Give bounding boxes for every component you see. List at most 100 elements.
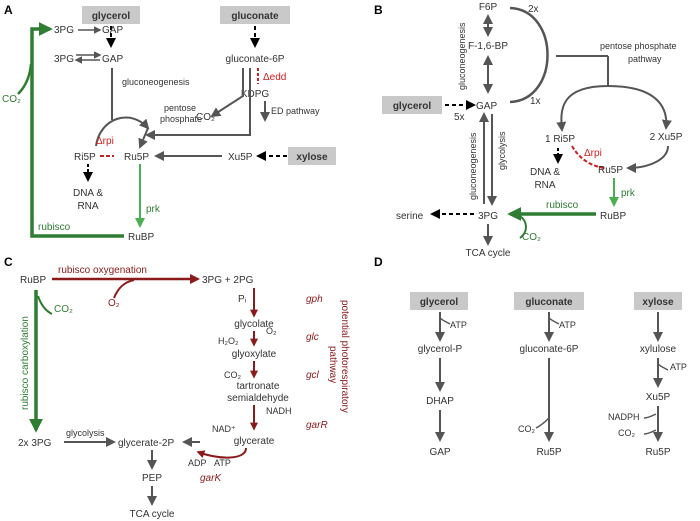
d-ru5p-b-node: Ru5P [645, 447, 670, 458]
b-xu5p-node: 2 Xu5P [650, 132, 683, 143]
c-o2-label: O₂ [108, 298, 120, 309]
a-co2-node: CO₂ [196, 112, 215, 123]
b-ppp-label-1: pentose phosphate [600, 41, 677, 51]
c-glc-enzyme: glc [306, 332, 319, 343]
a-gluconeogenesis-label: gluconeogenesis [122, 77, 190, 87]
c-products-node: 3PG + 2PG [202, 275, 254, 286]
c-pi-label: Pᵢ [238, 294, 247, 305]
panel-b-label: B [374, 3, 383, 17]
b-prk-label: prk [621, 188, 636, 199]
a-ri5p-node: Ri5P [74, 152, 96, 163]
a-gap-top-node: GAP [102, 25, 123, 36]
b-co2-fixation-curve [519, 215, 527, 239]
c-co2-fixation-curve [37, 295, 53, 315]
d-atp2-curve [548, 317, 560, 325]
b-gluconeogenesis-top-label: gluconeogenesis [457, 22, 467, 90]
b-tca-node: TCA cycle [465, 248, 510, 259]
c-gcl-enzyme: gcl [306, 370, 320, 381]
xylose-box [288, 147, 336, 165]
a-prk-label: prk [146, 204, 161, 215]
c-atp-label: ATP [214, 458, 231, 468]
d-atp1-curve [439, 317, 451, 325]
c-o2-input-curve [113, 279, 135, 299]
a-ppp-to-ru5p-arrow [138, 127, 149, 149]
d-dhap-node: DHAP [426, 396, 454, 407]
c-co2-label: CO₂ [224, 370, 242, 380]
c-tartronate-node-1: tartronate [237, 381, 280, 392]
a-ppp-label-2: phosphate [160, 114, 202, 124]
b-rubp-node: RuBP [600, 211, 626, 222]
b-serine-node: serine [396, 211, 424, 222]
c-photoresp-label-2: pathway [327, 346, 338, 383]
a-gluconate6p-node: gluconate-6P [226, 54, 285, 65]
b-5x-label: 5x [454, 112, 465, 123]
d-ru5p-a-node: Ru5P [536, 447, 561, 458]
panel-b: B F6P 2x F-1,6-BP gluconeogenesis pentos… [374, 2, 683, 259]
b-2x-label: 2x [528, 4, 539, 15]
b-rubisco-label: rubisco [546, 200, 579, 211]
c-gph-enzyme: gph [306, 294, 323, 305]
gluconate6p-to-ru5p-arrow [145, 68, 251, 140]
b-ppp-bracket [509, 6, 549, 104]
c-pep-node: PEP [142, 473, 162, 484]
c-garR-enzyme: garR [306, 420, 328, 431]
xylose-label: xylose [296, 152, 328, 163]
d-nadph-label: NADPH [608, 412, 640, 422]
c-tca-node: TCA cycle [129, 509, 174, 520]
b-glycerol-label: glycerol [393, 101, 432, 112]
a-3pg-top-node: 3PG [54, 25, 74, 36]
b-glycerol-box [382, 96, 442, 114]
b-rpi-knockout [571, 145, 605, 169]
panel-a-label: A [4, 3, 13, 17]
b-ri5p-node: 1 Ri5P [545, 134, 575, 145]
b-gap-node: GAP [476, 101, 497, 112]
b-xu5p-to-ru5p-arrow [626, 145, 669, 173]
d-gluconate6p-node: gluconate-6P [520, 344, 579, 355]
c-oxygenation-label: rubisco oxygenation [58, 265, 147, 276]
c-h2o2-label: H₂O₂ [218, 336, 239, 346]
a-xu5p-node: Xu5P [228, 152, 253, 163]
c-co2-green-label: CO₂ [54, 304, 73, 315]
c-glycolysis-label: glycolysis [66, 428, 105, 438]
c-photoresp-label-1: potential photorespiratory [339, 300, 350, 413]
a-ru5p-node: Ru5P [124, 152, 149, 163]
panel-a: A glycerol gluconate 3PG GAP gluconate-6… [2, 3, 336, 243]
glycerol-box [82, 6, 140, 24]
a-ppp-label-1: pentose [164, 103, 196, 113]
c-carboxylation-label: rubisco carboxylation [20, 316, 31, 410]
c-rubp-node: RuBP [20, 275, 46, 286]
b-ppp-label-2: pathway [628, 54, 662, 64]
a-kdpg-node: KDPG [241, 89, 270, 100]
c-garK-arrow [196, 447, 247, 459]
panel-d-label: D [374, 255, 383, 269]
a-co2-fixation-curve [17, 63, 33, 95]
c-tartronate-node-2: semialdehyde [227, 393, 289, 404]
d-xylulose-node: xylulose [640, 344, 677, 355]
c-glyoxylate-node: glyoxylate [232, 349, 277, 360]
gluconate-label: gluconate [231, 11, 279, 22]
a-dna-label: DNA & [73, 188, 103, 199]
a-gap-node: GAP [102, 54, 123, 65]
d-glycerol-box [410, 292, 468, 310]
glycerol-label: glycerol [92, 11, 131, 22]
gluconate6p-to-co2-arrow [210, 68, 244, 118]
c-nad-label: NAD⁺ [212, 424, 236, 434]
d-xylose-box [634, 292, 682, 310]
c-garK-enzyme: garK [200, 473, 222, 484]
d-co2a-curve [535, 417, 550, 429]
a-ppp-branch-arrow [95, 116, 150, 147]
a-rubisco-cycle-arrow [30, 22, 124, 238]
b-co2-label: CO₂ [522, 232, 541, 243]
b-f16bp-node: F-1,6-BP [468, 41, 508, 52]
c-nadh-label: NADH [266, 406, 292, 416]
gluconate-box [220, 6, 290, 24]
d-glycerolp-node: glycerol-P [418, 344, 463, 355]
c-adp-label: ADP [188, 458, 207, 468]
b-gluconeogenesis-label: gluconeogenesis [468, 132, 478, 200]
d-atp2-label: ATP [559, 320, 576, 330]
a-rubisco-label: rubisco [38, 222, 71, 233]
panel-c: C RuBP rubisco oxygenation O₂ 3PG + 2PG … [4, 255, 350, 520]
a-rubp-node: RuBP [128, 232, 154, 243]
d-nadph-curve [643, 413, 657, 419]
